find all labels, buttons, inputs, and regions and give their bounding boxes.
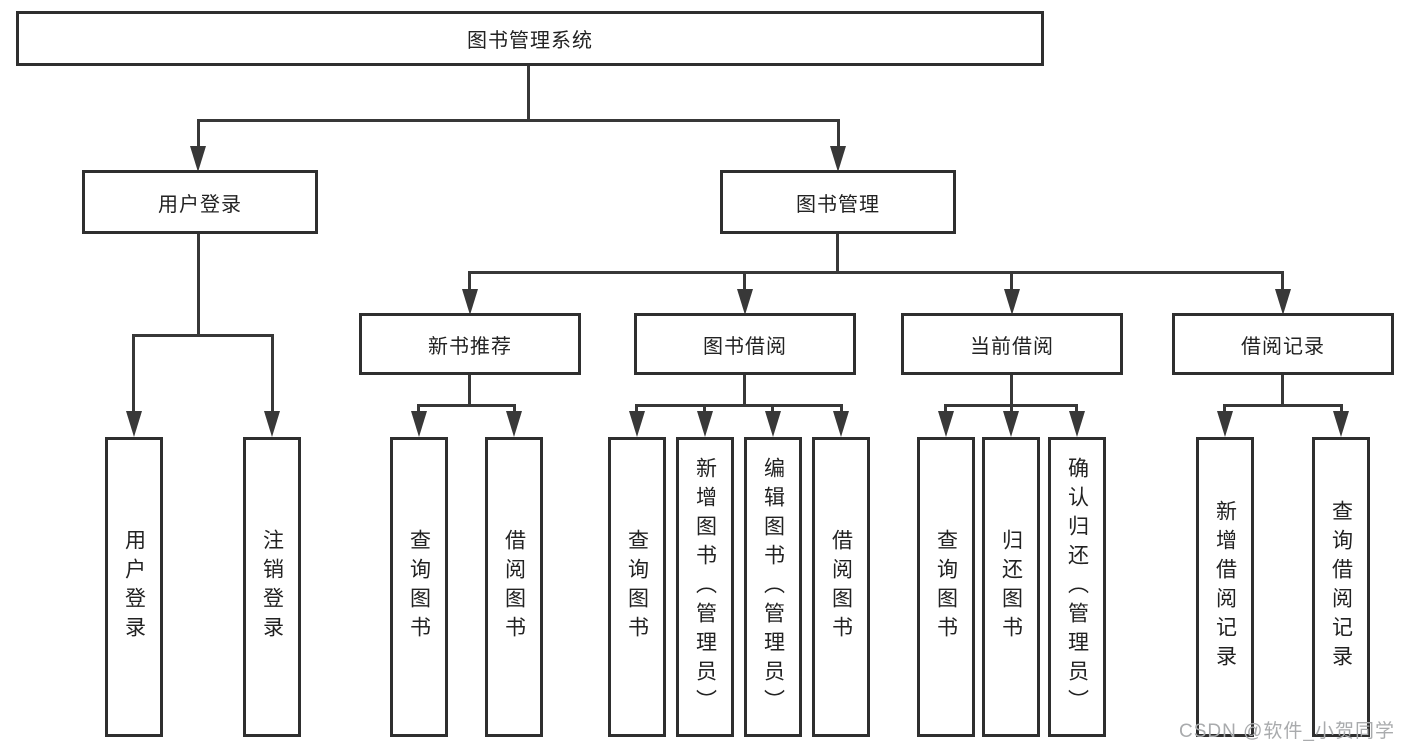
connector-line <box>743 375 746 407</box>
connector-line <box>417 404 420 416</box>
connector-line <box>468 375 471 407</box>
connector-line <box>837 119 840 149</box>
connector-line <box>771 404 774 416</box>
arrow-down-icon <box>1217 411 1233 437</box>
connector-line <box>468 271 471 291</box>
node-label: 用户登录 <box>158 193 242 216</box>
watermark: CSDN @软件_小贺同学 <box>1179 721 1395 742</box>
connector-line <box>1223 404 1226 416</box>
connector-line <box>197 234 200 335</box>
leaf-query-books-recommendation: 查询图书 <box>390 437 448 737</box>
arrow-down-icon <box>411 411 427 437</box>
node-label: 借阅图书 <box>502 529 526 645</box>
node-book-borrowing: 图书借阅 <box>634 313 856 375</box>
arrow-down-icon <box>190 146 206 172</box>
arrow-down-icon <box>1275 289 1291 315</box>
leaf-borrow-books-borrowing: 借阅图书 <box>812 437 870 737</box>
connector-line <box>527 66 530 120</box>
connector-line <box>132 334 135 414</box>
node-user-login: 用户登录 <box>82 170 318 234</box>
arrow-down-icon <box>1069 411 1085 437</box>
connector-line <box>840 404 843 416</box>
arrow-down-icon <box>765 411 781 437</box>
arrow-down-icon <box>938 411 954 437</box>
node-label: 新增借阅记录 <box>1213 500 1237 674</box>
node-label: 查询图书 <box>625 529 649 645</box>
connector-line <box>468 271 1284 274</box>
leaf-confirm-return-admin: 确认归还（管理员） <box>1048 437 1106 737</box>
node-library-management-system: 图书管理系统 <box>16 11 1044 66</box>
node-label: 归还图书 <box>999 529 1023 645</box>
connector-line <box>1281 271 1284 291</box>
node-label: 查询借阅记录 <box>1329 500 1353 674</box>
connector-line <box>1010 404 1013 416</box>
connector-line <box>1340 404 1343 416</box>
node-label: 确认归还（管理员） <box>1065 456 1089 718</box>
node-label: 借阅记录 <box>1241 335 1325 358</box>
node-label: 注销登录 <box>260 529 284 645</box>
connector-line <box>133 334 274 337</box>
connector-line <box>271 334 274 414</box>
leaf-query-books-borrowing: 查询图书 <box>608 437 666 737</box>
connector-line <box>635 404 638 416</box>
leaf-edit-book-admin: 编辑图书（管理员） <box>744 437 802 737</box>
node-book-management: 图书管理 <box>720 170 956 234</box>
connector-line <box>417 404 516 407</box>
connector-line <box>1010 271 1013 291</box>
arrow-down-icon <box>833 411 849 437</box>
node-label: 当前借阅 <box>970 335 1054 358</box>
arrow-down-icon <box>126 411 142 437</box>
arrow-down-icon <box>264 411 280 437</box>
node-label: 新书推荐 <box>428 335 512 358</box>
arrow-down-icon <box>462 289 478 315</box>
node-label: 借阅图书 <box>829 529 853 645</box>
node-label: 查询图书 <box>407 529 431 645</box>
arrow-down-icon <box>830 146 846 172</box>
leaf-add-borrow-record: 新增借阅记录 <box>1196 437 1254 737</box>
node-label: 图书借阅 <box>703 335 787 358</box>
leaf-add-book-admin: 新增图书（管理员） <box>676 437 734 737</box>
arrow-down-icon <box>629 411 645 437</box>
arrow-down-icon <box>737 289 753 315</box>
node-label: 用户登录 <box>122 529 146 645</box>
node-label: 编辑图书（管理员） <box>761 456 785 718</box>
connector-line <box>743 271 746 291</box>
connector-line <box>197 119 200 149</box>
connector-line <box>513 404 516 416</box>
connector-line <box>635 404 843 407</box>
connector-line <box>1281 375 1284 407</box>
connector-line <box>1010 375 1013 407</box>
node-label: 新增图书（管理员） <box>693 456 717 718</box>
leaf-user-login: 用户登录 <box>105 437 163 737</box>
node-label: 查询图书 <box>934 529 958 645</box>
arrow-down-icon <box>1004 289 1020 315</box>
leaf-logout: 注销登录 <box>243 437 301 737</box>
connector-line <box>703 404 706 416</box>
connector-line <box>197 119 840 122</box>
leaf-query-borrow-record: 查询借阅记录 <box>1312 437 1370 737</box>
node-current-borrowing: 当前借阅 <box>901 313 1123 375</box>
leaf-query-books-current: 查询图书 <box>917 437 975 737</box>
node-new-book-recommendation: 新书推荐 <box>359 313 581 375</box>
arrow-down-icon <box>1333 411 1349 437</box>
arrow-down-icon <box>1003 411 1019 437</box>
arrow-down-icon <box>506 411 522 437</box>
connector-line <box>1223 404 1343 407</box>
connector-line <box>1075 404 1078 416</box>
node-borrowing-records: 借阅记录 <box>1172 313 1394 375</box>
connector-line <box>836 234 839 274</box>
node-label: 图书管理 <box>796 193 880 216</box>
connector-line <box>944 404 947 416</box>
leaf-borrow-books-recommendation: 借阅图书 <box>485 437 543 737</box>
node-label: 图书管理系统 <box>467 30 593 52</box>
leaf-return-books: 归还图书 <box>982 437 1040 737</box>
arrow-down-icon <box>697 411 713 437</box>
